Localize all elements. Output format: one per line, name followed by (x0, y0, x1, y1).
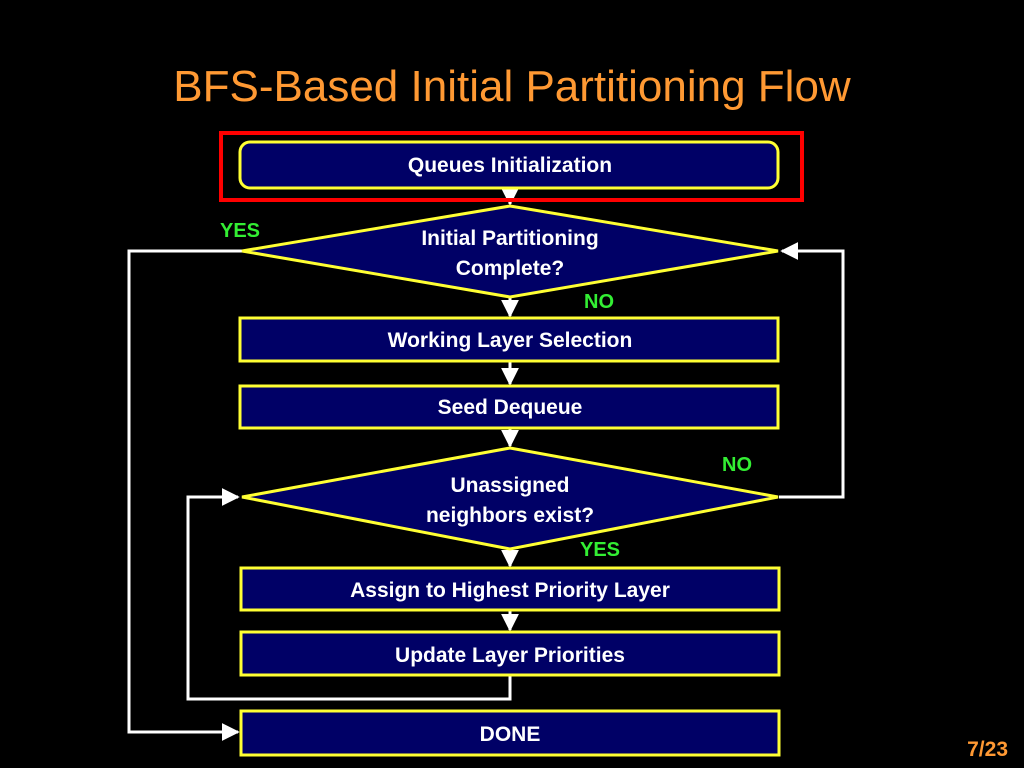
update-priorities-label: Update Layer Priorities (395, 644, 625, 667)
done-box: DONE (239, 709, 781, 757)
assign-layer-box: Assign to Highest Priority Layer (239, 566, 781, 612)
highlight-frame (219, 131, 804, 202)
done-label: DONE (480, 723, 541, 746)
page-number: 7/23 (967, 738, 1008, 761)
seed-dequeue-label: Seed Dequeue (438, 396, 583, 419)
seed-dequeue-box: Seed Dequeue (238, 384, 780, 430)
neighbors-exist-label-line2: neighbors exist? (426, 504, 594, 527)
loop-update-to-neighbors (186, 488, 512, 701)
queues-init-box: Queues Initialization (238, 140, 780, 190)
neighbors-exist-label-line1: Unassigned (450, 474, 569, 497)
queues-init-label: Queues Initialization (408, 154, 612, 177)
partition-complete-label-line1: Initial Partitioning (421, 227, 598, 250)
no-label-neighbors: NO (722, 454, 752, 476)
path-yes-to-done (127, 249, 242, 741)
no-label-complete: NO (584, 291, 614, 313)
partition-complete-decision: Initial Partitioning Complete? (241, 204, 779, 299)
slide-title: BFS-Based Initial Partitioning Flow (173, 62, 851, 111)
neighbors-exist-decision: Unassigned neighbors exist? (241, 446, 779, 551)
working-layer-box: Working Layer Selection (238, 316, 780, 363)
yes-label-neighbors: YES (580, 539, 620, 561)
partition-complete-label-line2: Complete? (456, 257, 565, 280)
loop-no-to-complete (779, 242, 845, 499)
update-priorities-box: Update Layer Priorities (239, 630, 781, 677)
connectors (127, 187, 845, 741)
assign-layer-label: Assign to Highest Priority Layer (350, 579, 670, 602)
yes-label-complete: YES (220, 220, 260, 242)
working-layer-label: Working Layer Selection (388, 329, 633, 352)
